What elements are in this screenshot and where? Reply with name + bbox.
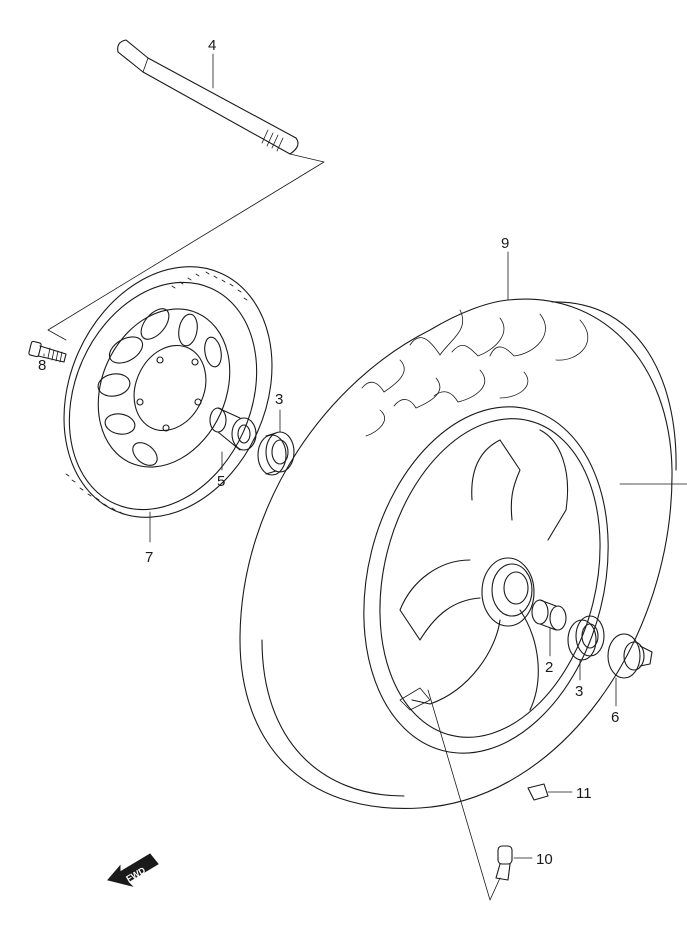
callout-2: 2 xyxy=(545,659,553,676)
axle-leader xyxy=(47,153,325,341)
callout-6: 6 xyxy=(611,709,619,726)
callout-4: 4 xyxy=(208,37,216,54)
axle-part xyxy=(117,39,299,155)
valve-leader xyxy=(427,689,501,901)
tire-wheel-part xyxy=(239,298,677,809)
center-spacer-part xyxy=(531,599,567,631)
callout-5: 5 xyxy=(217,473,225,490)
callout-3-left: 3 xyxy=(275,391,283,408)
callout-8: 8 xyxy=(38,357,46,374)
disc-bolt-part xyxy=(28,340,67,363)
brake-disc-part xyxy=(63,266,273,518)
right-collar-part xyxy=(607,633,653,679)
spacer-left-part xyxy=(209,407,257,451)
balance-weight-part xyxy=(527,783,549,801)
right-bearing-part xyxy=(567,615,605,661)
valve-part xyxy=(495,845,513,881)
callout-9: 9 xyxy=(501,235,509,252)
callout-7: 7 xyxy=(145,549,153,566)
callout-3-right: 3 xyxy=(575,683,583,700)
callout-11: 11 xyxy=(576,785,592,802)
fwd-arrow-icon: FWD xyxy=(107,853,159,887)
left-bearing-part xyxy=(257,431,295,476)
callout-10: 10 xyxy=(536,851,553,868)
